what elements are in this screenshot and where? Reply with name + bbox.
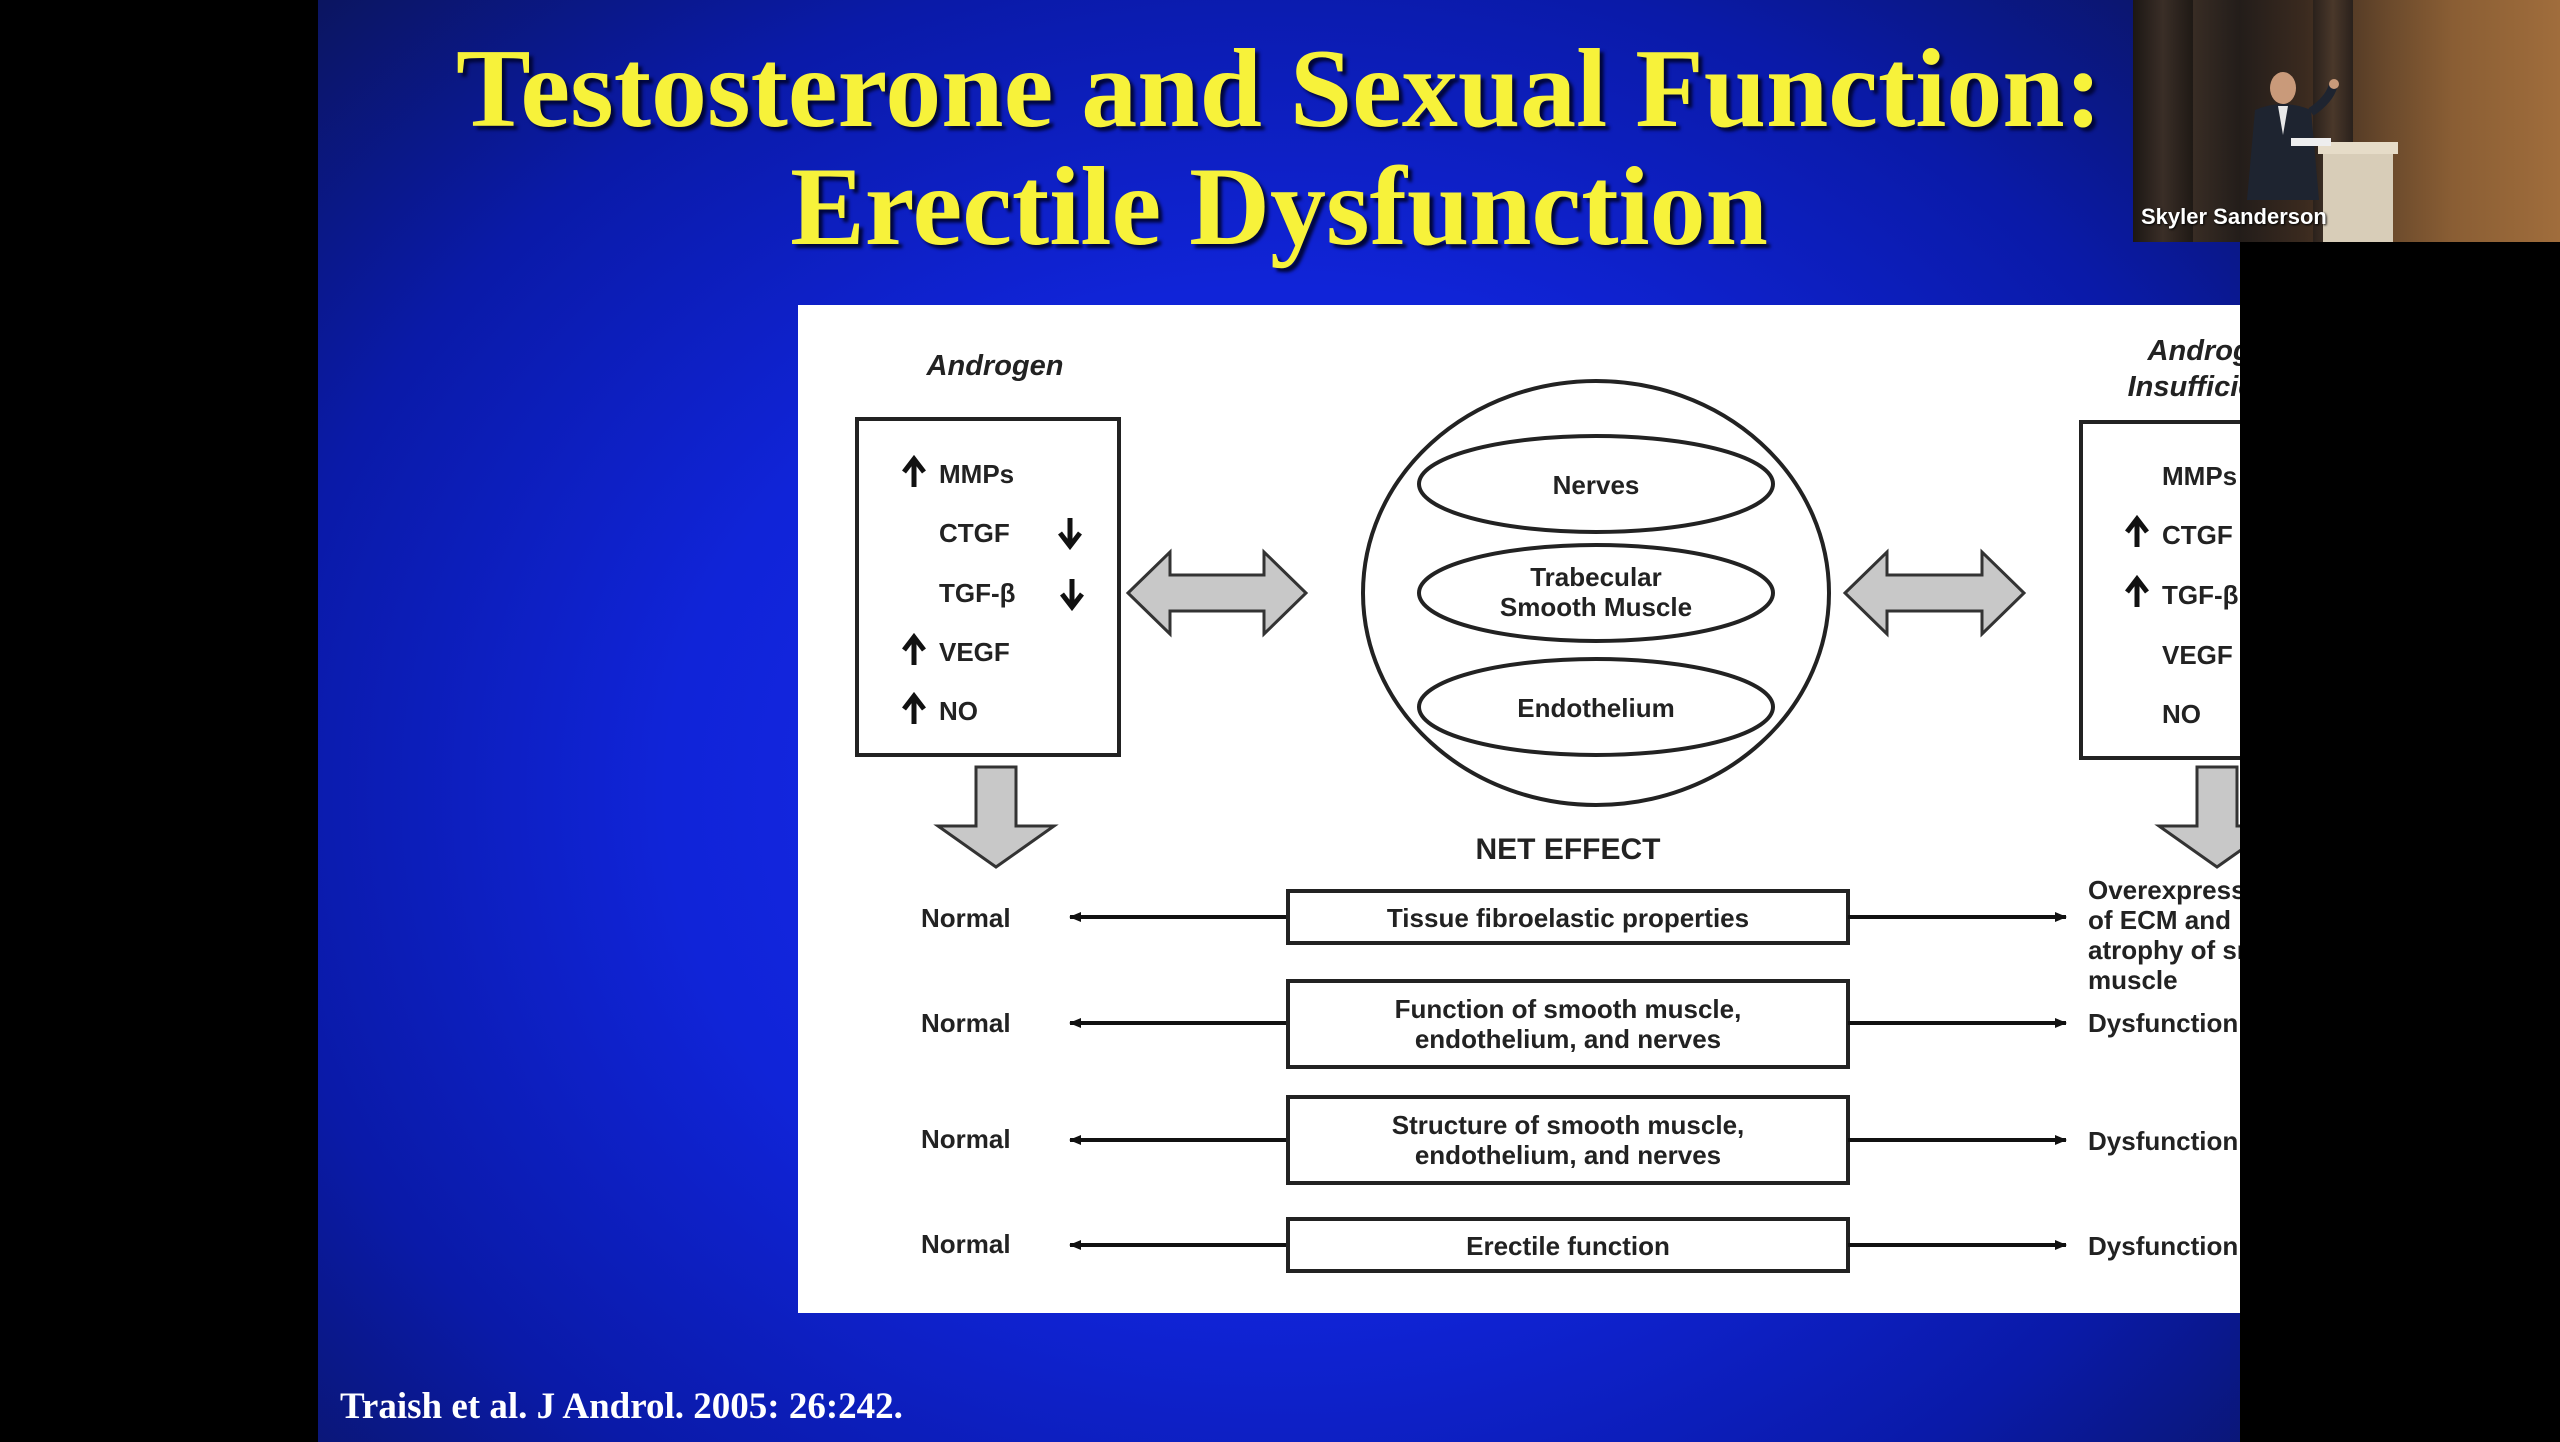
left-marker-ctgf: CTGF <box>939 518 1082 551</box>
left-marker-label: TGF-β <box>939 578 1016 608</box>
insufficiency-marker-list: MMPs CTGF TGF-β VEGF NO <box>2125 461 2239 729</box>
right-marker-label: TGF-β <box>2162 580 2239 610</box>
speaker-video-tile[interactable]: Skyler Sanderson <box>2133 0 2560 242</box>
smooth-muscle-label-line-2: Smooth Muscle <box>1500 592 1692 622</box>
arrow-up-icon <box>2125 574 2149 607</box>
right-marker-label: VEGF <box>2162 640 2233 670</box>
right-marker-tgf-beta: TGF-β <box>2125 574 2239 610</box>
slide-citation: Traish et al. J Androl. 2005: 26:242. <box>340 1386 903 1427</box>
arrow-up-icon <box>902 632 926 665</box>
right-heading-line-1: Androgen <box>2147 335 2240 367</box>
left-marker-tgf-beta: TGF-β <box>939 578 1084 612</box>
right-marker-no: NO <box>2162 699 2201 729</box>
row-right-label-line-1: Overexpression <box>2088 875 2240 905</box>
row-right-label: Dysfunction <box>2088 1231 2238 1261</box>
left-marker-label: MMPs <box>939 459 1014 489</box>
row-left-label: Normal <box>921 1008 1011 1038</box>
speaker-head <box>2270 72 2296 104</box>
row-left-label: Normal <box>921 903 1011 933</box>
left-marker-label: VEGF <box>939 637 1010 667</box>
row-center-label: Tissue fibroelastic properties <box>1387 903 1749 933</box>
row-left-label: Normal <box>921 1229 1011 1259</box>
right-double-arrow-icon <box>1842 548 2027 638</box>
right-marker-vegf: VEGF <box>2162 640 2233 670</box>
speaker-video-feed <box>2247 72 2398 242</box>
left-marker-mmps: MMPs <box>902 454 1014 489</box>
effect-row-4: Normal Erectile function Dysfunction <box>921 1217 2238 1273</box>
right-marker-ctgf: CTGF <box>2125 514 2233 550</box>
row-right-label: Dysfunction <box>2088 1008 2238 1038</box>
left-heading: Androgen <box>926 350 1064 382</box>
left-marker-no: NO <box>902 691 978 726</box>
row-center-label-line-2: endothelium, and nerves <box>1415 1024 1721 1054</box>
left-marker-vegf: VEGF <box>902 632 1010 667</box>
right-marker-label: CTGF <box>2162 520 2233 550</box>
podium <box>2323 150 2393 242</box>
right-marker-label: MMPs <box>2162 461 2237 491</box>
right-down-arrow-icon <box>2154 765 2240 869</box>
effect-row-1: Normal Tissue fibroelastic properties Ov… <box>921 875 2240 995</box>
row-right-label-line-3: atrophy of smooth <box>2088 935 2240 965</box>
presentation-slide: Testosterone and Sexual Function: Erecti… <box>318 0 2240 1442</box>
row-center-box <box>1286 1217 1850 1273</box>
speaker-body <box>2247 104 2319 200</box>
row-center-label-line-1: Structure of smooth muscle, <box>1392 1110 1745 1140</box>
arrow-up-icon <box>2125 514 2149 547</box>
arrow-up-icon <box>902 691 926 724</box>
arrow-down-icon <box>1060 579 1084 612</box>
speaker-name-label: Skyler Sanderson <box>2141 204 2327 229</box>
row-right-label-line-4: muscle <box>2088 965 2178 995</box>
row-center-label-line-2: endothelium, and nerves <box>1415 1140 1721 1170</box>
androgen-marker-box <box>855 417 1121 757</box>
left-down-arrow-icon <box>933 765 1059 869</box>
slide-title-line-1: Testosterone and Sexual Function: <box>456 27 2102 151</box>
figure-diagram: Androgen Androgen Insufficiency MMPs CTG… <box>798 305 2240 1313</box>
nerves-oval <box>1417 434 1775 534</box>
arrow-up-icon <box>902 454 926 487</box>
effect-row-2: Normal Function of smooth muscle, endoth… <box>921 979 2238 1069</box>
row-right-label: Dysfunction <box>2088 1126 2238 1156</box>
left-marker-label: NO <box>939 696 978 726</box>
endothelium-oval <box>1417 657 1775 757</box>
smooth-muscle-label-line-1: Trabecular <box>1530 562 1662 592</box>
row-center-label: Erectile function <box>1466 1231 1670 1261</box>
right-marker-label: NO <box>2162 699 2201 729</box>
left-double-arrow-icon <box>1125 548 1309 638</box>
insufficiency-marker-box <box>2079 420 2240 760</box>
row-center-box <box>1286 979 1850 1069</box>
effect-row-3: Normal Structure of smooth muscle, endot… <box>921 1095 2238 1185</box>
row-left-label: Normal <box>921 1124 1011 1154</box>
nerves-label: Nerves <box>1553 470 1640 500</box>
row-right-label-line-2: of ECM and <box>2088 905 2231 935</box>
left-marker-label: CTGF <box>939 518 1010 548</box>
video-background-curtain <box>2133 0 2193 242</box>
arrow-down-icon <box>1058 518 1082 551</box>
right-marker-mmps: MMPs <box>2162 461 2237 491</box>
smooth-muscle-oval <box>1417 543 1775 643</box>
slide-title: Testosterone and Sexual Function: Erecti… <box>318 30 2240 266</box>
row-center-box <box>1286 1095 1850 1185</box>
androgen-marker-list: MMPs CTGF TGF-β VEGF NO <box>902 454 1084 726</box>
row-center-label-line-1: Function of smooth muscle, <box>1395 994 1742 1024</box>
net-effect-label: NET EFFECT <box>1476 833 1661 866</box>
endothelium-label: Endothelium <box>1517 693 1674 723</box>
right-heading-line-2: Insufficiency <box>2128 371 2240 403</box>
slide-title-line-2: Erectile Dysfunction <box>790 145 1768 269</box>
